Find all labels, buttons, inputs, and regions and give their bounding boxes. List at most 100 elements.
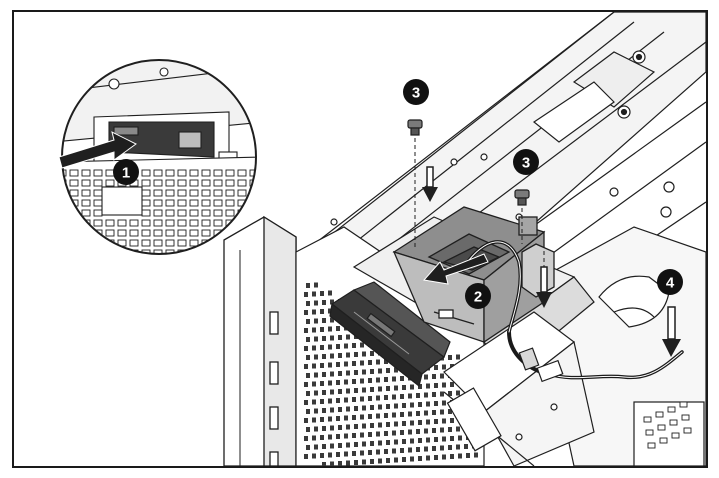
- vent-hole: [93, 169, 103, 177]
- vent-hole: [201, 199, 211, 207]
- vent-hole: [362, 351, 366, 357]
- vent-hole: [330, 389, 334, 395]
- svg-text:3: 3: [522, 155, 530, 172]
- vent-hole: [69, 209, 79, 217]
- callout-4: 4: [657, 269, 683, 295]
- vent-hole: [464, 444, 468, 449]
- vent-hole: [336, 398, 340, 403]
- vent-hole: [410, 384, 414, 390]
- vent-hole: [456, 444, 460, 450]
- vent-hole: [442, 364, 446, 370]
- vent-hole: [81, 179, 91, 187]
- vent-hole: [450, 454, 454, 459]
- vent-hole: [237, 219, 247, 227]
- vent-hole: [330, 407, 334, 413]
- vent-hole: [432, 446, 436, 451]
- vent-hole: [81, 209, 91, 217]
- vent-hole: [312, 345, 316, 351]
- vent-hole: [416, 429, 420, 434]
- vent-hole: [225, 209, 235, 217]
- vent-hole: [410, 420, 414, 426]
- vent-hole: [376, 449, 380, 455]
- vent-hole: [312, 453, 316, 459]
- vent-hole: [153, 219, 163, 227]
- vent-hole: [394, 367, 398, 373]
- vent-hole: [336, 362, 340, 367]
- vent-hole: [378, 368, 382, 374]
- vent-hole: [386, 422, 390, 427]
- arrow-down-icon: [536, 266, 552, 308]
- vent-hole: [330, 371, 334, 377]
- vent-hole: [346, 424, 350, 430]
- vent-hole: [69, 239, 79, 247]
- vent-hole: [153, 169, 163, 177]
- vent-hole: [93, 239, 103, 247]
- vent-hole: [352, 415, 356, 420]
- chassis-rails: [282, 12, 706, 453]
- vent-hole: [322, 372, 326, 377]
- vent-hole: [312, 399, 316, 405]
- vent-hole: [352, 361, 356, 366]
- vent-hole: [362, 459, 366, 465]
- vent-hole: [93, 209, 103, 217]
- vent-hole: [448, 445, 452, 450]
- vent-hole: [370, 387, 374, 392]
- vent-hole: [304, 292, 308, 297]
- vent-hole: [62, 249, 67, 254]
- vent-hole: [400, 412, 404, 417]
- vent-hole: [306, 301, 310, 306]
- vent-hole: [314, 336, 318, 342]
- vent-hole: [338, 443, 342, 448]
- vent-hole: [225, 169, 235, 177]
- arrow-slide-icon: [423, 253, 489, 285]
- vent-hole: [81, 189, 91, 197]
- vent-hole: [69, 189, 79, 197]
- vent-hole: [456, 426, 460, 432]
- vent-hole: [328, 380, 332, 386]
- vent-hole: [456, 390, 460, 396]
- vent-hole: [386, 440, 390, 445]
- vent-hole: [165, 239, 175, 247]
- vent-hole: [304, 454, 308, 459]
- vent-hole: [338, 353, 342, 358]
- vent-hole: [69, 249, 79, 254]
- installation-diagram: 1 2 3 3 4: [58, 12, 706, 466]
- vent-hole: [448, 391, 452, 396]
- vent-hole: [432, 410, 436, 415]
- vent-hole: [225, 199, 235, 207]
- vent-hole: [201, 189, 211, 197]
- vent-hole: [93, 179, 103, 187]
- vent-hole: [177, 179, 187, 187]
- vent-hole: [450, 382, 454, 387]
- vent-hole: [129, 219, 139, 227]
- vent-hole: [330, 443, 334, 449]
- vent-hole: [330, 425, 334, 431]
- vent-hole: [336, 344, 340, 349]
- vent-hole: [312, 291, 316, 297]
- vent-hole: [177, 229, 187, 237]
- vent-hole: [314, 372, 318, 378]
- callout-1: 1: [113, 159, 139, 185]
- cable: [462, 240, 684, 380]
- vent-hole: [81, 239, 91, 247]
- vent-hole: [165, 199, 175, 207]
- vent-hole: [189, 209, 199, 217]
- vent-hole: [392, 430, 396, 436]
- vent-hole: [360, 432, 364, 438]
- vent-hole: [336, 326, 340, 331]
- vent-hole: [376, 395, 380, 401]
- vent-hole: [129, 229, 139, 237]
- vent-hole: [69, 179, 79, 187]
- vent-hole: [352, 451, 356, 456]
- vent-hole: [314, 444, 318, 450]
- vent-hole: [177, 169, 187, 177]
- vent-hole: [440, 427, 444, 433]
- vent-hole: [434, 383, 438, 388]
- vent-hole: [370, 351, 374, 356]
- vent-hole: [93, 189, 103, 197]
- vent-hole: [141, 189, 151, 197]
- vent-hole: [394, 457, 398, 463]
- vent-hole: [213, 169, 223, 177]
- vent-hole: [306, 427, 310, 432]
- vent-hole: [320, 399, 324, 404]
